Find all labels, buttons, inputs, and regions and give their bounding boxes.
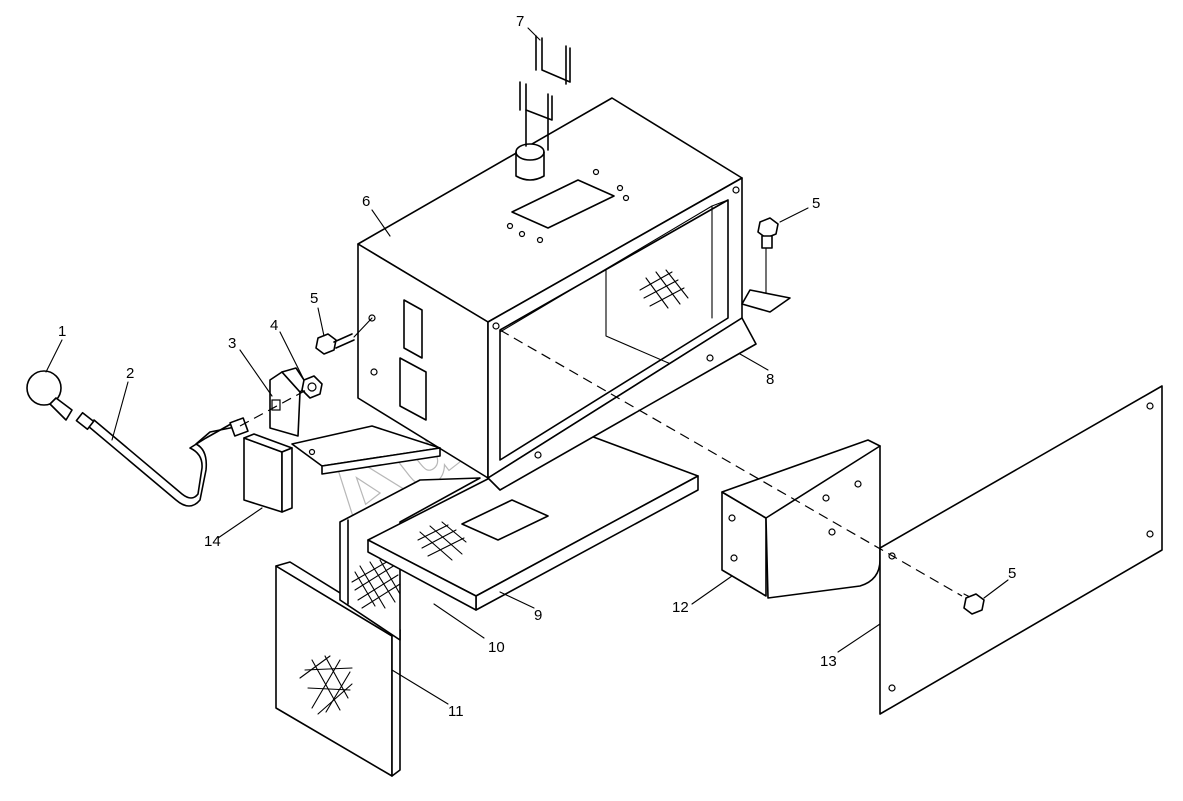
assembly-centerline (499, 329, 963, 597)
callout-7: 7 (516, 13, 524, 30)
callout-5-bottom: 5 (1008, 565, 1016, 582)
part-4-nut (301, 375, 323, 399)
part-14-pad (243, 433, 293, 513)
callout-6: 6 (362, 193, 370, 210)
callout-5-left: 5 (310, 290, 318, 307)
part-7-clips (519, 35, 571, 151)
callout-1: 1 (58, 323, 66, 340)
part-3-clamp (269, 367, 309, 437)
callout-2: 2 (126, 365, 134, 382)
callout-12: 12 (672, 599, 689, 616)
leader-lines (45, 27, 1009, 705)
part-5-bolt-bottom (963, 593, 985, 615)
callout-13: 13 (820, 653, 837, 670)
callout-11: 11 (448, 703, 464, 720)
callout-14: 14 (204, 533, 221, 550)
part-6-main-housing (357, 97, 757, 491)
callout-9: 9 (534, 607, 542, 624)
part-5-bolt-right (741, 217, 791, 313)
part-5-bolt-left (315, 317, 373, 355)
left-bracket (291, 425, 441, 475)
part-12-corner-bracket (721, 439, 881, 599)
callout-8: 8 (766, 371, 774, 388)
callout-10: 10 (488, 639, 505, 656)
callout-5-right: 5 (812, 195, 820, 212)
part-13-cover-plate (879, 385, 1163, 715)
assembly-line-left (239, 387, 311, 427)
callout-4: 4 (270, 317, 278, 334)
part-10-side-strip (339, 477, 481, 641)
callout-3: 3 (228, 335, 236, 352)
part-1-knob (26, 370, 73, 421)
part-2-cable (75, 411, 249, 507)
